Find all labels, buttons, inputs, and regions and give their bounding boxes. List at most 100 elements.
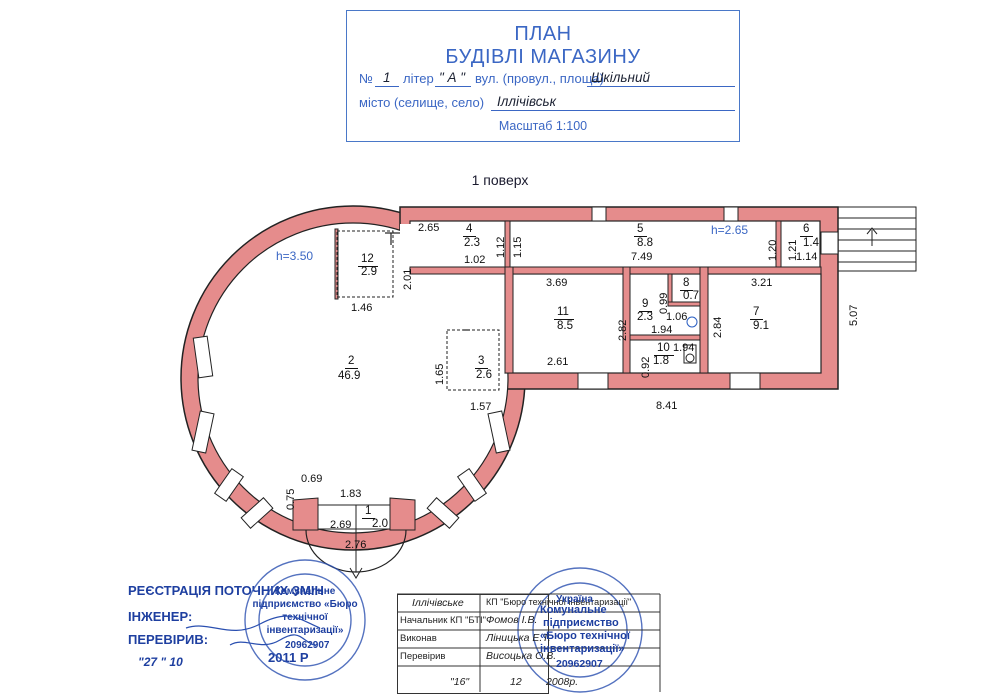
windows [191,206,839,529]
height-right: h=2.65 [711,223,749,237]
room-number-underline [475,368,488,369]
room-number-6: 6 [803,223,810,235]
info-check-label: Перевірив [400,651,446,662]
closet-lines [385,232,470,331]
seal-right-line3: «Бюро технічної [540,630,630,642]
info-date-month: 12 [510,676,522,688]
room-number-underline [634,236,647,237]
dimension-d102: 1.02 [464,254,486,266]
dimension-d284: 2.84 [712,316,724,338]
dimension-d194b: 1.94 [673,342,695,354]
room-area-2: 46.9 [338,370,361,382]
floor-label: 1 поверх [471,172,529,188]
dimension-d507: 5.07 [848,304,860,326]
room-area-11: 8.5 [557,320,573,332]
room-area-1: 2.0 [372,518,388,530]
info-check-name: Висоцька О.В. [486,650,557,662]
entrance [292,497,416,579]
building-title: БУДІВЛІ МАГАЗИНУ [445,46,641,68]
room-number-3: 3 [478,355,485,367]
dimension-d265: 2.65 [418,222,440,234]
room-area-9: 2.3 [637,311,653,323]
dimension-d276: 2.76 [345,539,367,551]
dimension-d146: 1.46 [351,302,373,314]
room-area-5: 8.8 [637,237,653,249]
info-exec-name: Ліницька Е.Т. [486,632,551,644]
dimension-d201: 2.01 [402,268,414,290]
dimension-d106: 1.06 [666,311,688,323]
stamp-line-checked: ПЕРЕВІРИВ: [128,632,209,647]
dimension-d115: 1.15 [512,236,524,258]
outer-walls [180,205,839,551]
dimension-d183: 1.83 [340,488,362,500]
dimension-d369: 3.69 [546,277,568,289]
plan-title: ПЛАН [514,23,572,45]
dimension-d321: 3.21 [751,277,773,289]
room-number-underline [750,319,763,320]
height-left: h=3.50 [276,249,314,263]
room-area-12: 2.9 [361,266,377,278]
dimension-d112: 1.12 [495,236,507,258]
room-number-underline [800,236,813,237]
info-date-year: 2008р. [546,676,579,688]
room-number-underline [463,236,476,237]
seal-left-text: Комунальне підприємство «Бюро технічної … [252,586,358,636]
stairs [837,206,917,272]
room-number-underline [345,368,358,369]
room-number-1: 1 [365,505,372,517]
room-number-12: 12 [361,253,374,265]
room-number-8: 8 [683,277,690,289]
room-number-9: 9 [642,298,649,310]
info-city: Іллічівське [412,597,464,609]
dimension-d157: 1.57 [470,401,492,413]
street-label: вул. (провул., площа) [475,71,604,86]
room-number-5: 5 [637,223,644,235]
room-number-4: 4 [466,223,473,235]
room-number-2: 2 [348,355,355,367]
dimension-d075: 0.75 [285,488,297,510]
room-area-8: 0.7 [683,290,699,302]
dimension-d120: 1.20 [767,239,779,261]
room-area-10: 1.8 [653,355,669,367]
closets [336,230,500,391]
number-value: 1 [383,70,391,85]
dimension-d165: 1.65 [434,363,446,385]
dimension-d194a: 1.94 [651,324,673,336]
dimension-d269: 2.69 [330,519,352,531]
room-area-6: 1.4 [803,237,819,249]
sink-icon [686,316,698,328]
info-date-day: "16" [450,676,470,688]
room-area-4: 2.3 [464,237,480,249]
number-label: № [359,71,373,86]
stamp-line-engineer: ІНЖЕНЕР: [128,609,193,624]
seal-left-code: 20962907 [285,640,330,651]
seal-right-line1: Комунальне [540,604,607,616]
room-number-underline [654,355,674,356]
room-number-10: 10 [657,342,670,354]
stamp-date: "27 " 10 [138,655,183,669]
city-value: Іллічівськ [497,94,556,109]
info-exec-label: Виконав [400,633,437,644]
dimension-d282: 2.82 [617,319,629,341]
info-org: КП "Бюро технічної інвентаризації" [486,597,632,607]
dimension-d749: 7.49 [631,251,653,263]
liter-value: " А " [439,70,466,85]
room-number-7: 7 [753,306,760,318]
stamp-year: 2011 Р [268,650,309,665]
street-value: Шкільний [591,70,650,85]
info-head-name: Фомов І.В. [486,614,538,626]
dimension-d841: 8.41 [656,400,678,412]
seal-right-line4: інвентаризації» [540,643,625,655]
scale-text: Масштаб 1:100 [498,119,588,133]
seal-right-line2: підприємство [543,617,619,629]
info-head-label: Начальник КП "БТІ" [400,615,487,626]
liter-label: літер [403,71,434,86]
dimension-d092: 0.92 [640,356,652,378]
room-number-underline [358,266,378,267]
city-label: місто (селище, село) [359,95,485,110]
dimension-d261: 2.61 [547,356,569,368]
room-number-underline [554,319,574,320]
dimension-d069: 0.69 [301,473,323,485]
room-number-underline [680,290,693,291]
